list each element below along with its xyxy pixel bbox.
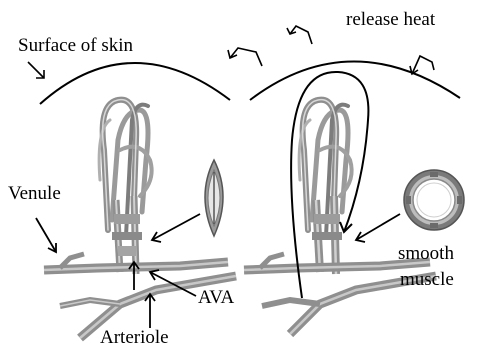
arrow-venule-label	[36, 218, 56, 252]
label-ava: AVA	[198, 288, 234, 307]
surface-pointer-arrow	[28, 62, 44, 78]
label-arteriole: Arteriole	[100, 328, 169, 347]
skin-surface-right	[250, 61, 460, 100]
constricted-vessel-icon	[205, 160, 223, 236]
heat-wave-3	[410, 56, 434, 74]
label-smooth: smooth	[398, 244, 454, 263]
label-venule: Venule	[8, 184, 61, 203]
heat-wave-1	[228, 48, 262, 66]
arrow-arteriole-label	[145, 294, 155, 328]
skin-surface-left	[40, 63, 230, 104]
heat-wave-2	[287, 26, 312, 44]
dilated-vessel-icon	[404, 170, 464, 230]
arrow-ava-vertical	[129, 262, 139, 290]
arrow-to-constricted-vessel	[152, 214, 200, 242]
arrow-to-dilated-vessel	[356, 214, 400, 242]
label-release-heat: release heat	[346, 10, 435, 29]
label-muscle: muscle	[400, 270, 454, 289]
label-surface-of-skin: Surface of skin	[18, 36, 133, 55]
